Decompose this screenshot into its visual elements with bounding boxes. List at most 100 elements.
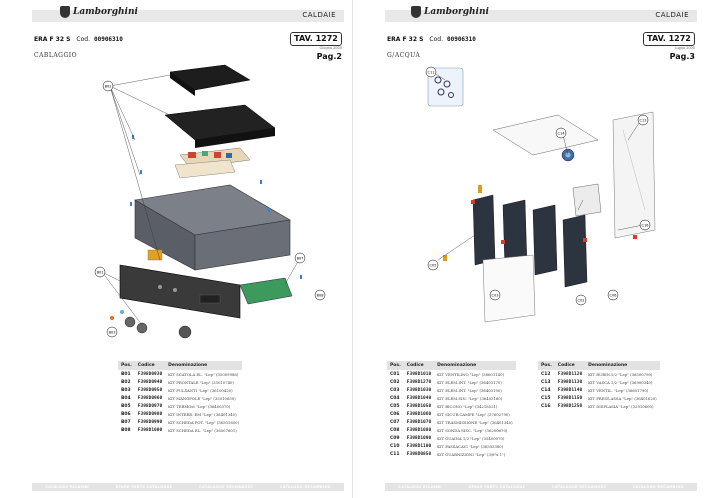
callout-bubble [94, 266, 106, 278]
pos-cell: C06 [390, 411, 400, 417]
callout-label: B01 [97, 270, 104, 274]
callout-bubble [575, 294, 587, 306]
footer-label: SPARE PARTS CATALOGUE [115, 485, 173, 489]
pos-cell: C07 [390, 419, 400, 425]
code-cell: F398D0970 [137, 403, 163, 409]
desc-cell: KIT TERMOst "Lep" (36400370) [168, 403, 231, 409]
chassis-side [194, 219, 291, 271]
expansion-vessel [572, 183, 602, 217]
back-panel [612, 111, 656, 239]
column-header: Pos. [118, 361, 135, 370]
cod-label: Cod. [76, 36, 90, 43]
column-header: Pos. [387, 361, 404, 370]
callout-label: C14 [558, 131, 566, 135]
pos-cell: C12 [541, 371, 551, 377]
category-label: CALDAIE [302, 11, 336, 19]
callout-label: B03 [109, 330, 116, 334]
pos-cell: C11 [390, 451, 400, 457]
model-line: ERA F 32 S Cod.00906310 [34, 36, 123, 43]
pos-cell: C08 [390, 427, 400, 433]
callout-bubble [427, 259, 439, 271]
leader-lines [432, 71, 644, 261]
pos-cell: C10 [390, 443, 400, 449]
category-label: CALDAIE [655, 11, 689, 19]
code-cell: F398D1120 [557, 371, 583, 377]
footer-label: SPARE PARTS CATALOGUE [468, 485, 526, 489]
cod-value: 00906310 [446, 36, 476, 43]
relay-component [188, 152, 196, 158]
desc-cell: KIT INTERR. EM "Lep" (36401340) [168, 411, 237, 417]
code-cell: F398D1070 [406, 419, 432, 425]
desc-cell: KIT SCHEDA POT. "Lep" (36501650) [168, 419, 240, 425]
tav-date: Luglio 2000 [674, 46, 695, 50]
callout-label: C13 [640, 118, 647, 122]
pos-cell: B01 [121, 371, 131, 377]
callout-label: B08 [317, 293, 324, 297]
desc-cell: KIT SCATOLA EL. "Lep" (35009986) [168, 371, 239, 377]
o-ring-set [434, 76, 454, 98]
header-bar: CALDAIE [32, 10, 344, 22]
top-tray [492, 114, 599, 156]
pos-cell: C03 [390, 387, 400, 393]
cod-value: 00906310 [93, 36, 123, 43]
top-cover [169, 64, 251, 91]
column-header: Denominazione [165, 361, 243, 370]
table-header-row: Pos. Codice Denominazione [118, 361, 243, 370]
pos-cell: C14 [541, 387, 551, 393]
callout-bubble [607, 289, 619, 301]
code-cell: F398D0980 [137, 411, 163, 417]
callout-label: C06 [610, 293, 617, 297]
code-cell: F398D1090 [406, 435, 432, 441]
code-cell: F398D1030 [406, 387, 432, 393]
indicator-light [173, 288, 177, 292]
code-cell: F398D1040 [406, 395, 432, 401]
brand-logo: Lamborghini [411, 2, 489, 22]
knob [124, 316, 136, 328]
relay-component [214, 152, 221, 158]
section-title: G/ACQUA [387, 52, 421, 59]
pos-cell: C15 [541, 395, 551, 401]
page-spine [352, 0, 353, 498]
pos-cell: C01 [390, 371, 400, 377]
callout-bubble [106, 326, 118, 338]
desc-cell: KIT MANOPOLE "Lep" (35010650) [168, 395, 236, 401]
footer-bar: CATALOGO RICAMBI SPARE PARTS CATALOGUE C… [32, 483, 344, 491]
desc-cell: KIT ELEM.INT. "Lep" (36403170) [437, 379, 502, 385]
pos-cell: C13 [541, 379, 551, 385]
desc-cell: KIT RUBIN.1/2 "Lep" (36500790) [588, 371, 653, 377]
pos-cell: C04 [390, 395, 400, 401]
model-name: ERA F 32 S [34, 36, 71, 43]
callout-bubble [639, 219, 651, 231]
footer-label: CATALOGUE RECHANGES [199, 485, 254, 489]
code-cell: F398D1000 [137, 427, 163, 433]
column-header: Denominazione [434, 361, 516, 370]
code-cell: F398D1010 [406, 371, 432, 377]
bull-shield-icon [411, 6, 421, 18]
transformer-part [147, 249, 163, 261]
relay-component [226, 153, 232, 158]
pos-cell: B07 [121, 419, 131, 425]
callout-bubble [425, 66, 437, 78]
cod-label: Cod. [429, 36, 443, 43]
callout-label: B07 [297, 256, 304, 260]
code-cell: F398D0990 [137, 419, 163, 425]
page-number: Pag.3 [669, 52, 695, 61]
header-bar: CALDAIE [385, 10, 697, 22]
pos-cell: C02 [390, 379, 400, 385]
footer-label: CATALOGO RECAMBIOS [632, 485, 684, 489]
desc-cell: KIT GUAINA 1/2 "Lep" (35400070) [437, 435, 505, 441]
